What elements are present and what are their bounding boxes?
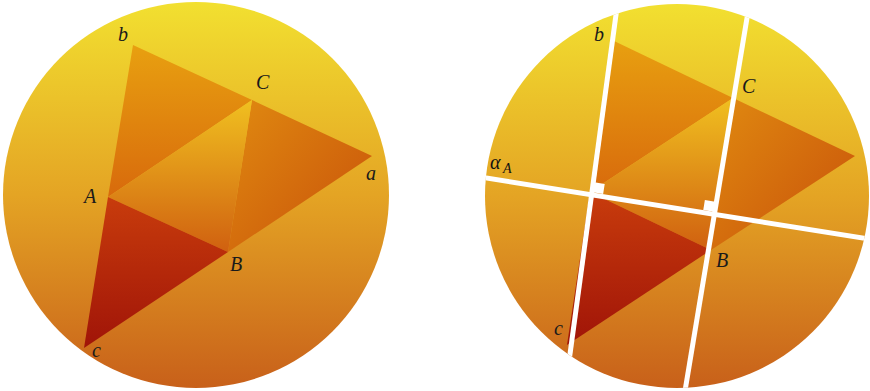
- disk: [3, 2, 389, 388]
- cut-line: [685, 0, 750, 391]
- vertex-label: b: [118, 24, 128, 44]
- right-disk: [480, 0, 870, 391]
- vertex-label: b: [594, 24, 604, 44]
- right-angle-mark: [591, 182, 604, 194]
- right-angle-mark: [703, 200, 716, 212]
- vertex-label: c: [554, 318, 563, 338]
- disk: [485, 4, 869, 388]
- vertex-label: C: [742, 76, 755, 96]
- vertex-label: c: [92, 340, 101, 360]
- triangle: [84, 197, 228, 348]
- vertex-label: A: [503, 162, 512, 176]
- vertex-label: B: [716, 250, 728, 270]
- cut-line: [480, 177, 870, 240]
- vertex-label: B: [230, 254, 242, 274]
- vertex-label: a: [366, 163, 376, 183]
- left-disk: [3, 2, 389, 388]
- vertex-label: C: [256, 72, 269, 92]
- vertex-label: α: [490, 152, 501, 172]
- cut-line: [565, 0, 618, 391]
- vertex-label: A: [84, 186, 96, 206]
- triangle: [228, 100, 372, 252]
